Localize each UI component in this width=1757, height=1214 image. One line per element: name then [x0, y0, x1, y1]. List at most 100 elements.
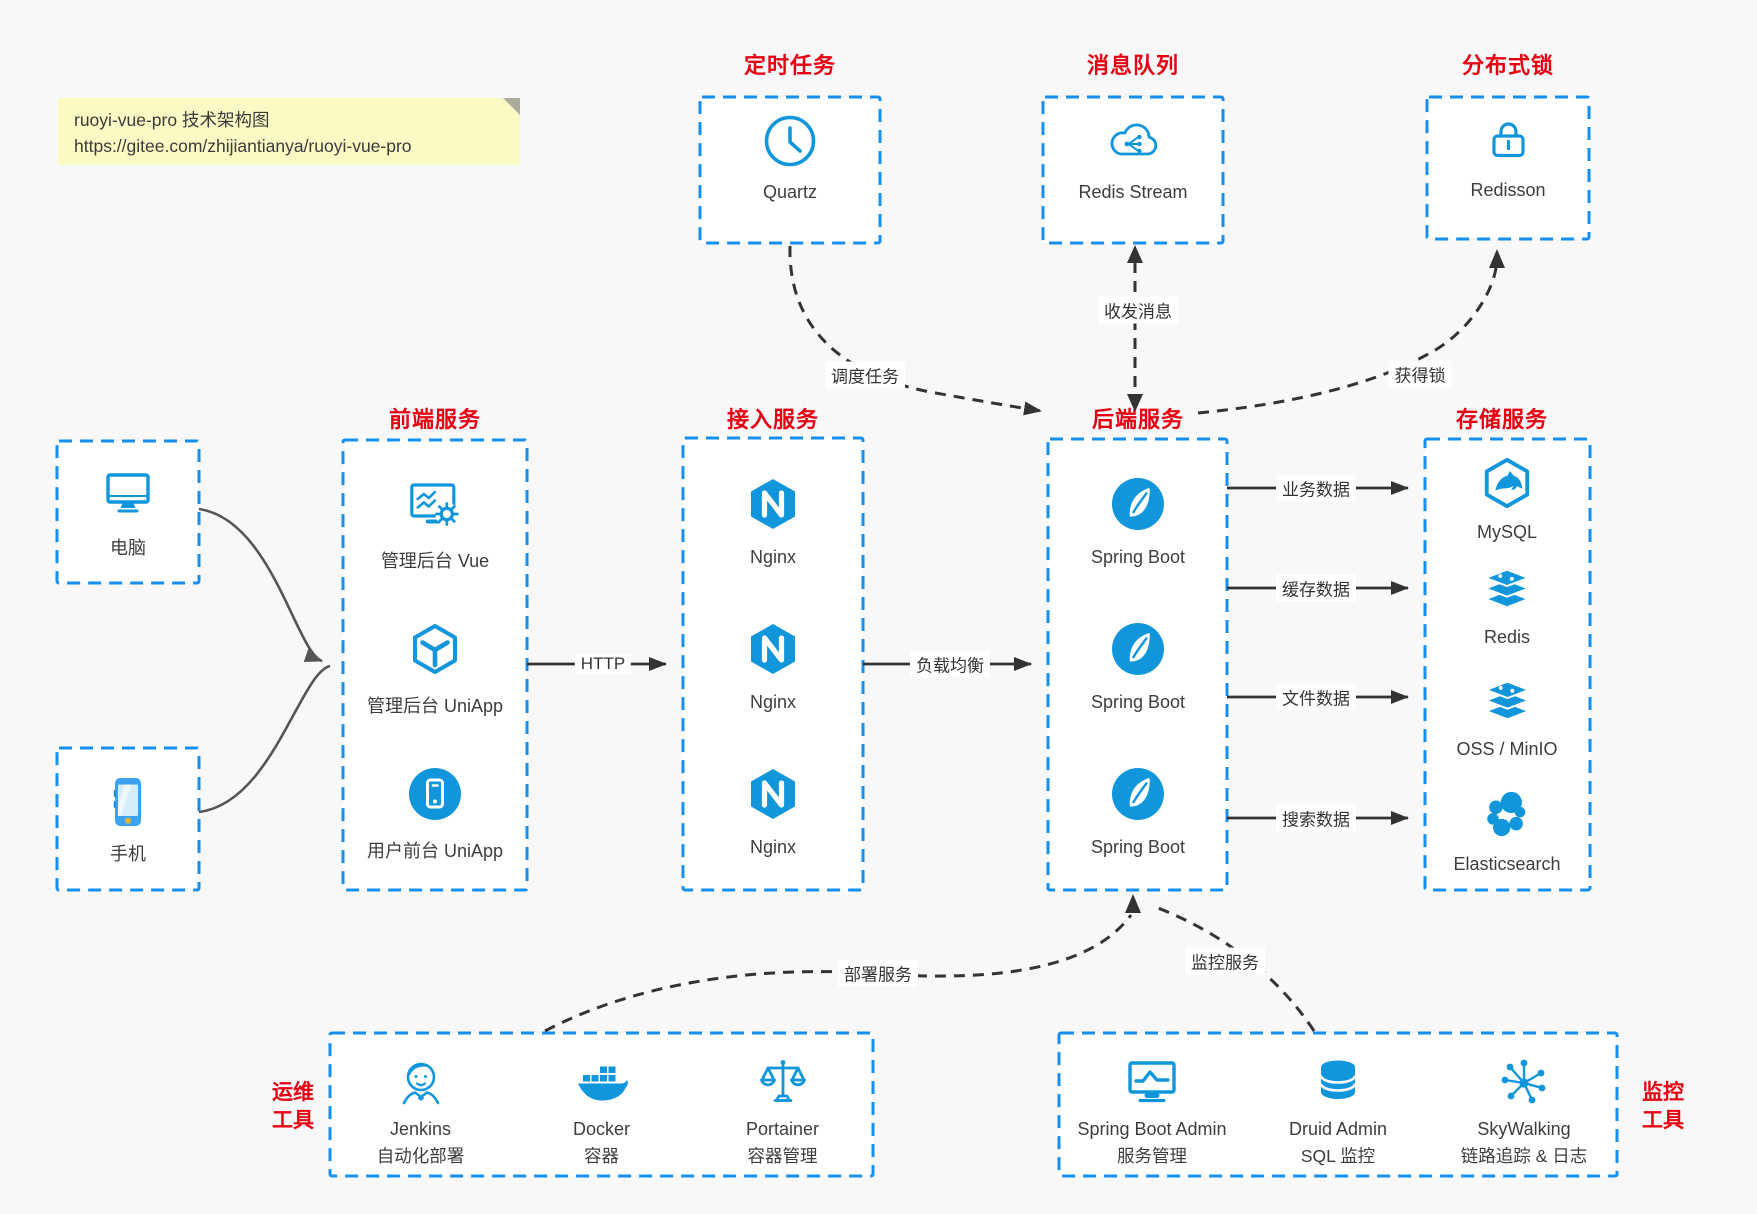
cloud-share-icon	[1110, 123, 1157, 156]
node-pc: 电脑	[100, 466, 156, 560]
user-app-icon	[408, 768, 461, 820]
node-label: Redis Stream	[1078, 182, 1188, 202]
phone-icon	[113, 778, 141, 826]
node-label: 管理后台 Vue	[380, 551, 490, 571]
spring-boot-icon	[1112, 623, 1164, 675]
edge-label-messaging: 收发消息	[1098, 296, 1178, 324]
node-oss-minio: OSS / MinIO	[1456, 673, 1558, 760]
note-url: https://gitee.com/zhijiantianya/ruoyi-vu…	[74, 136, 412, 157]
node-quartz: Quartz	[762, 113, 818, 203]
edge-acquire-lock	[1197, 267, 1498, 415]
title-frontend-services: 前端服务	[388, 407, 482, 432]
node-label: 手机	[110, 844, 146, 864]
node-label: OSS / MinIO	[1456, 739, 1558, 759]
tool-name: Portainer	[745, 1119, 820, 1139]
object-storage-icon	[1484, 680, 1530, 721]
sticky-note: ruoyi-vue-pro 技术架构图 https://gitee.com/zh…	[58, 98, 520, 165]
tool-druid-admin: Druid Admin SQL 监控	[1245, 1033, 1431, 1176]
node-admin-uniapp: 管理后台 UniApp	[367, 621, 503, 718]
node-label: Redisson	[1470, 180, 1546, 200]
node-label: 用户前台 UniApp	[366, 841, 504, 861]
tool-name: Druid Admin	[1288, 1119, 1388, 1139]
node-elasticsearch: Elasticsearch	[1453, 788, 1561, 875]
edge-deploy-arrowhead	[1125, 894, 1141, 913]
spring-boot-icon	[1112, 478, 1164, 530]
title-storage-services: 存储服务	[1455, 407, 1549, 432]
title-backend-services: 后端服务	[1091, 407, 1185, 432]
clock-icon	[764, 115, 816, 167]
tool-docker: Docker 容器	[511, 1033, 692, 1176]
tool-jenkins: Jenkins 自动化部署	[330, 1033, 511, 1176]
title-distributed-lock: 分布式锁	[1461, 53, 1555, 78]
edge-label-file-data: 文件数据	[1276, 683, 1356, 711]
node-nginx-2: Nginx	[745, 621, 801, 713]
edge-lock-arrowhead	[1489, 249, 1505, 268]
nginx-icon	[751, 479, 795, 529]
node-label: Elasticsearch	[1453, 854, 1561, 874]
admin-vue-icon	[410, 483, 459, 526]
topology-icon	[1501, 1059, 1546, 1104]
node-label: Spring Boot	[1090, 692, 1186, 712]
title-gateway-services: 接入服务	[726, 407, 820, 432]
edge-label-http: HTTP	[574, 653, 632, 675]
edge-label-cache-data: 缓存数据	[1276, 574, 1356, 602]
monitor-label-line2: 工具	[1642, 1109, 1684, 1132]
monitor-tools-label: 监控 工具	[1642, 1079, 1684, 1135]
tool-name: SkyWalking	[1477, 1119, 1571, 1139]
node-redisson: Redisson	[1470, 111, 1546, 201]
node-label: Quartz	[762, 182, 818, 202]
portainer-icon	[759, 1060, 806, 1102]
node-label: 管理后台 UniApp	[366, 696, 504, 716]
edge-label-schedule: 调度任务	[825, 361, 905, 389]
uniapp-cube-icon	[412, 624, 457, 674]
desktop-icon	[106, 473, 150, 513]
elasticsearch-icon	[1486, 791, 1525, 837]
title-message-queue: 消息队列	[1086, 53, 1180, 78]
ops-label-line1: 运维	[272, 1081, 314, 1104]
node-nginx-3: Nginx	[745, 766, 801, 858]
tool-desc: 容器	[584, 1146, 619, 1166]
ops-tools-row: Jenkins 自动化部署 Docker 容器	[330, 1033, 873, 1176]
lock-icon	[1491, 122, 1525, 158]
ops-tools-label: 运维 工具	[272, 1079, 314, 1135]
tool-desc: 服务管理	[1117, 1146, 1187, 1166]
node-redis: Redis	[1480, 561, 1534, 648]
monitor-chart-icon	[1128, 1061, 1176, 1103]
edge-label-monitor: 监控服务	[1185, 947, 1265, 975]
node-admin-vue: 管理后台 Vue	[381, 476, 489, 573]
edge-pc-to-frontend	[198, 507, 323, 663]
monitor-label-line1: 监控	[1642, 1081, 1684, 1104]
tool-portainer: Portainer 容器管理	[692, 1033, 873, 1176]
monitor-tools-row: Spring Boot Admin 服务管理 Druid Admin SQL 监…	[1059, 1033, 1617, 1176]
node-label: Nginx	[749, 547, 797, 567]
nginx-icon	[751, 769, 795, 819]
node-nginx-1: Nginx	[745, 476, 801, 568]
jenkins-icon	[402, 1062, 439, 1105]
node-user-uniapp: 用户前台 UniApp	[367, 766, 503, 863]
node-spring-boot-2: Spring Boot	[1091, 621, 1185, 713]
node-redis-stream: Redis Stream	[1078, 113, 1188, 203]
tool-desc: SQL 监控	[1300, 1146, 1376, 1166]
node-phone: 手机	[100, 774, 156, 866]
edge-phone-to-frontend	[198, 664, 331, 814]
node-label: Redis	[1483, 627, 1531, 647]
edge-label-load-balance: 负载均衡	[910, 650, 990, 678]
node-mysql: MySQL	[1477, 456, 1537, 543]
edge-label-lock: 获得锁	[1388, 360, 1452, 388]
spring-boot-icon	[1112, 768, 1164, 820]
redis-icon	[1484, 568, 1530, 609]
node-label: Spring Boot	[1090, 547, 1186, 567]
node-spring-boot-3: Spring Boot	[1091, 766, 1185, 858]
database-icon	[1319, 1060, 1357, 1099]
tool-name: Jenkins	[389, 1119, 452, 1139]
node-spring-boot-1: Spring Boot	[1091, 476, 1185, 568]
node-label: Spring Boot	[1090, 837, 1186, 857]
title-scheduled-task: 定时任务	[743, 53, 837, 78]
node-label: 电脑	[110, 538, 146, 558]
tool-desc: 自动化部署	[376, 1146, 465, 1166]
note-fold-corner	[503, 98, 520, 115]
node-label: Nginx	[749, 837, 797, 857]
edge-label-business-data: 业务数据	[1276, 474, 1356, 502]
ops-label-line2: 工具	[272, 1109, 314, 1132]
